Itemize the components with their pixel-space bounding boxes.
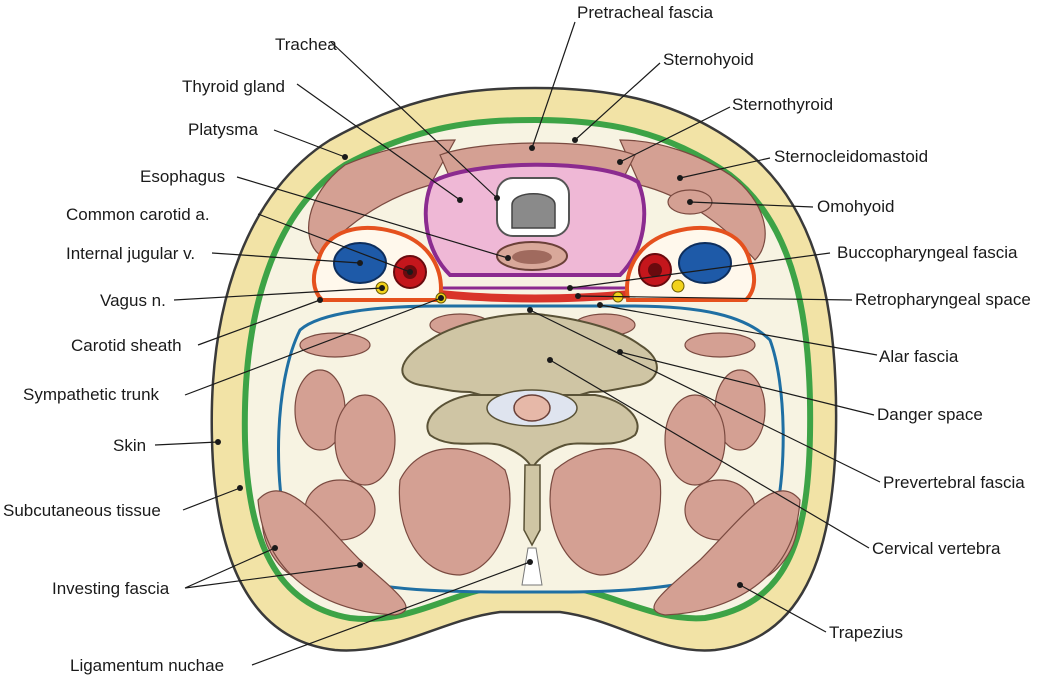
internal-jugular-vein-right [678, 242, 732, 284]
labels: Pretracheal fascia Trachea Sternohyoid T… [3, 3, 1031, 675]
trapezius-left [257, 490, 407, 616]
label-sternohyoid: Sternohyoid [663, 50, 754, 69]
label-common-carotid: Common carotid a. [66, 205, 210, 224]
common-carotid-artery-right-lumen [648, 263, 662, 277]
spinal-cord [513, 394, 551, 422]
label-trapezius: Trapezius [829, 623, 903, 642]
label-buccopharyngeal-fascia: Buccopharyngeal fascia [837, 243, 1018, 262]
label-subcutaneous-tissue: Subcutaneous tissue [3, 501, 161, 520]
label-skin: Skin [113, 436, 146, 455]
label-esophagus: Esophagus [140, 167, 225, 186]
label-ligamentum-nuchae: Ligamentum nuchae [70, 656, 224, 675]
spinous-process [523, 464, 541, 547]
label-trachea: Trachea [275, 35, 337, 54]
neck-anatomy [210, 86, 838, 652]
label-vagus: Vagus n. [100, 291, 166, 310]
ligamentum-nuchae [521, 547, 543, 586]
label-internal-jugular: Internal jugular v. [66, 244, 195, 263]
label-sympathetic-trunk: Sympathetic trunk [23, 385, 160, 404]
label-sternothyroid: Sternothyroid [732, 95, 833, 114]
label-danger-space: Danger space [877, 405, 983, 424]
label-thyroid-gland: Thyroid gland [182, 77, 285, 96]
label-alar-fascia: Alar fascia [879, 347, 959, 366]
esophagus-lumen [512, 250, 552, 264]
label-pretracheal-fascia: Pretracheal fascia [577, 3, 714, 22]
vagus-nerve-right [671, 279, 685, 293]
label-platysma: Platysma [188, 120, 258, 139]
trapezius-right [653, 490, 801, 616]
label-omohyoid: Omohyoid [817, 197, 894, 216]
label-investing-fascia: Investing fascia [52, 579, 170, 598]
label-carotid-sheath: Carotid sheath [71, 336, 182, 355]
label-cervical-vertebra: Cervical vertebra [872, 539, 1001, 558]
label-sternocleidomastoid: Sternocleidomastoid [774, 147, 928, 166]
cervical-vertebra [401, 312, 658, 404]
retropharyngeal-space [440, 290, 630, 303]
label-prevertebral-fascia: Prevertebral fascia [883, 473, 1025, 492]
sternocleidomastoid-left [307, 139, 457, 256]
label-leaders [154, 21, 881, 666]
trachea-lumen [511, 193, 556, 229]
label-retropharyngeal-space: Retropharyngeal space [855, 290, 1031, 309]
